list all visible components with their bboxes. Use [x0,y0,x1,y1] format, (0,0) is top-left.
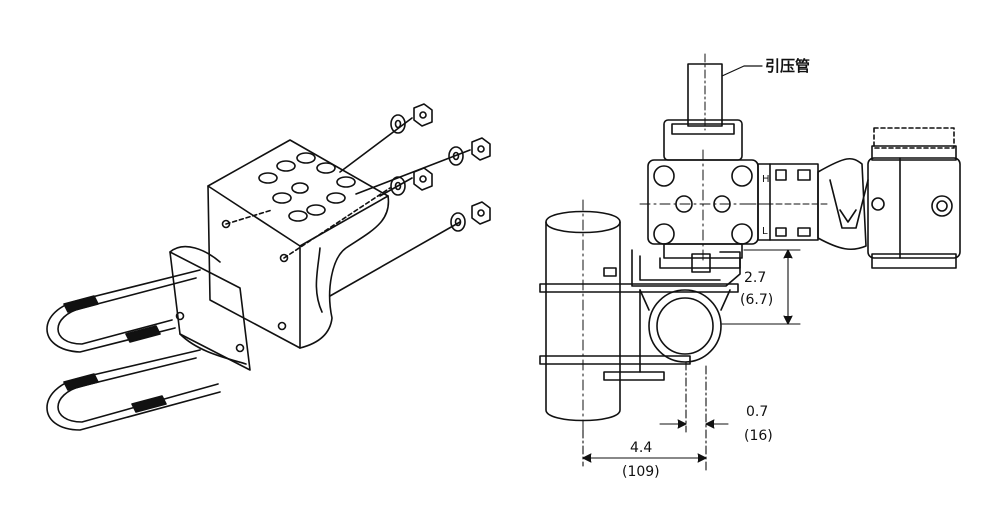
mounting-bracket [631,249,741,287]
dim-horizontal-mm-label: (109) [622,464,660,480]
hex-nuts [413,103,491,225]
bracket-top-holes [258,152,356,222]
pipe-u-bolt-upper [539,283,739,293]
dim-vertical-label: 2.7 [744,270,766,286]
washers [390,114,466,232]
bracket-side-flange [299,195,390,349]
dim-horizontal-label: 4.4 [630,440,652,456]
dim-vertical-mm-label: (6.7) [740,292,773,308]
bracket-front-face [207,185,301,349]
impulse-pipe-label: 引压管 [765,57,810,75]
dim-offset-mm-label: (16) [744,428,773,444]
svg-text:H: H [762,174,770,185]
transmitter-mounting-view: H L [539,53,961,471]
dimension-lines [582,249,801,471]
mounting-pipe [545,210,621,422]
svg-text:L: L [762,226,768,237]
exploded-bracket-assembly [46,103,491,431]
dim-offset-label: 0.7 [746,404,768,420]
clamp-plate [169,251,251,371]
electronics-housing [867,157,961,259]
